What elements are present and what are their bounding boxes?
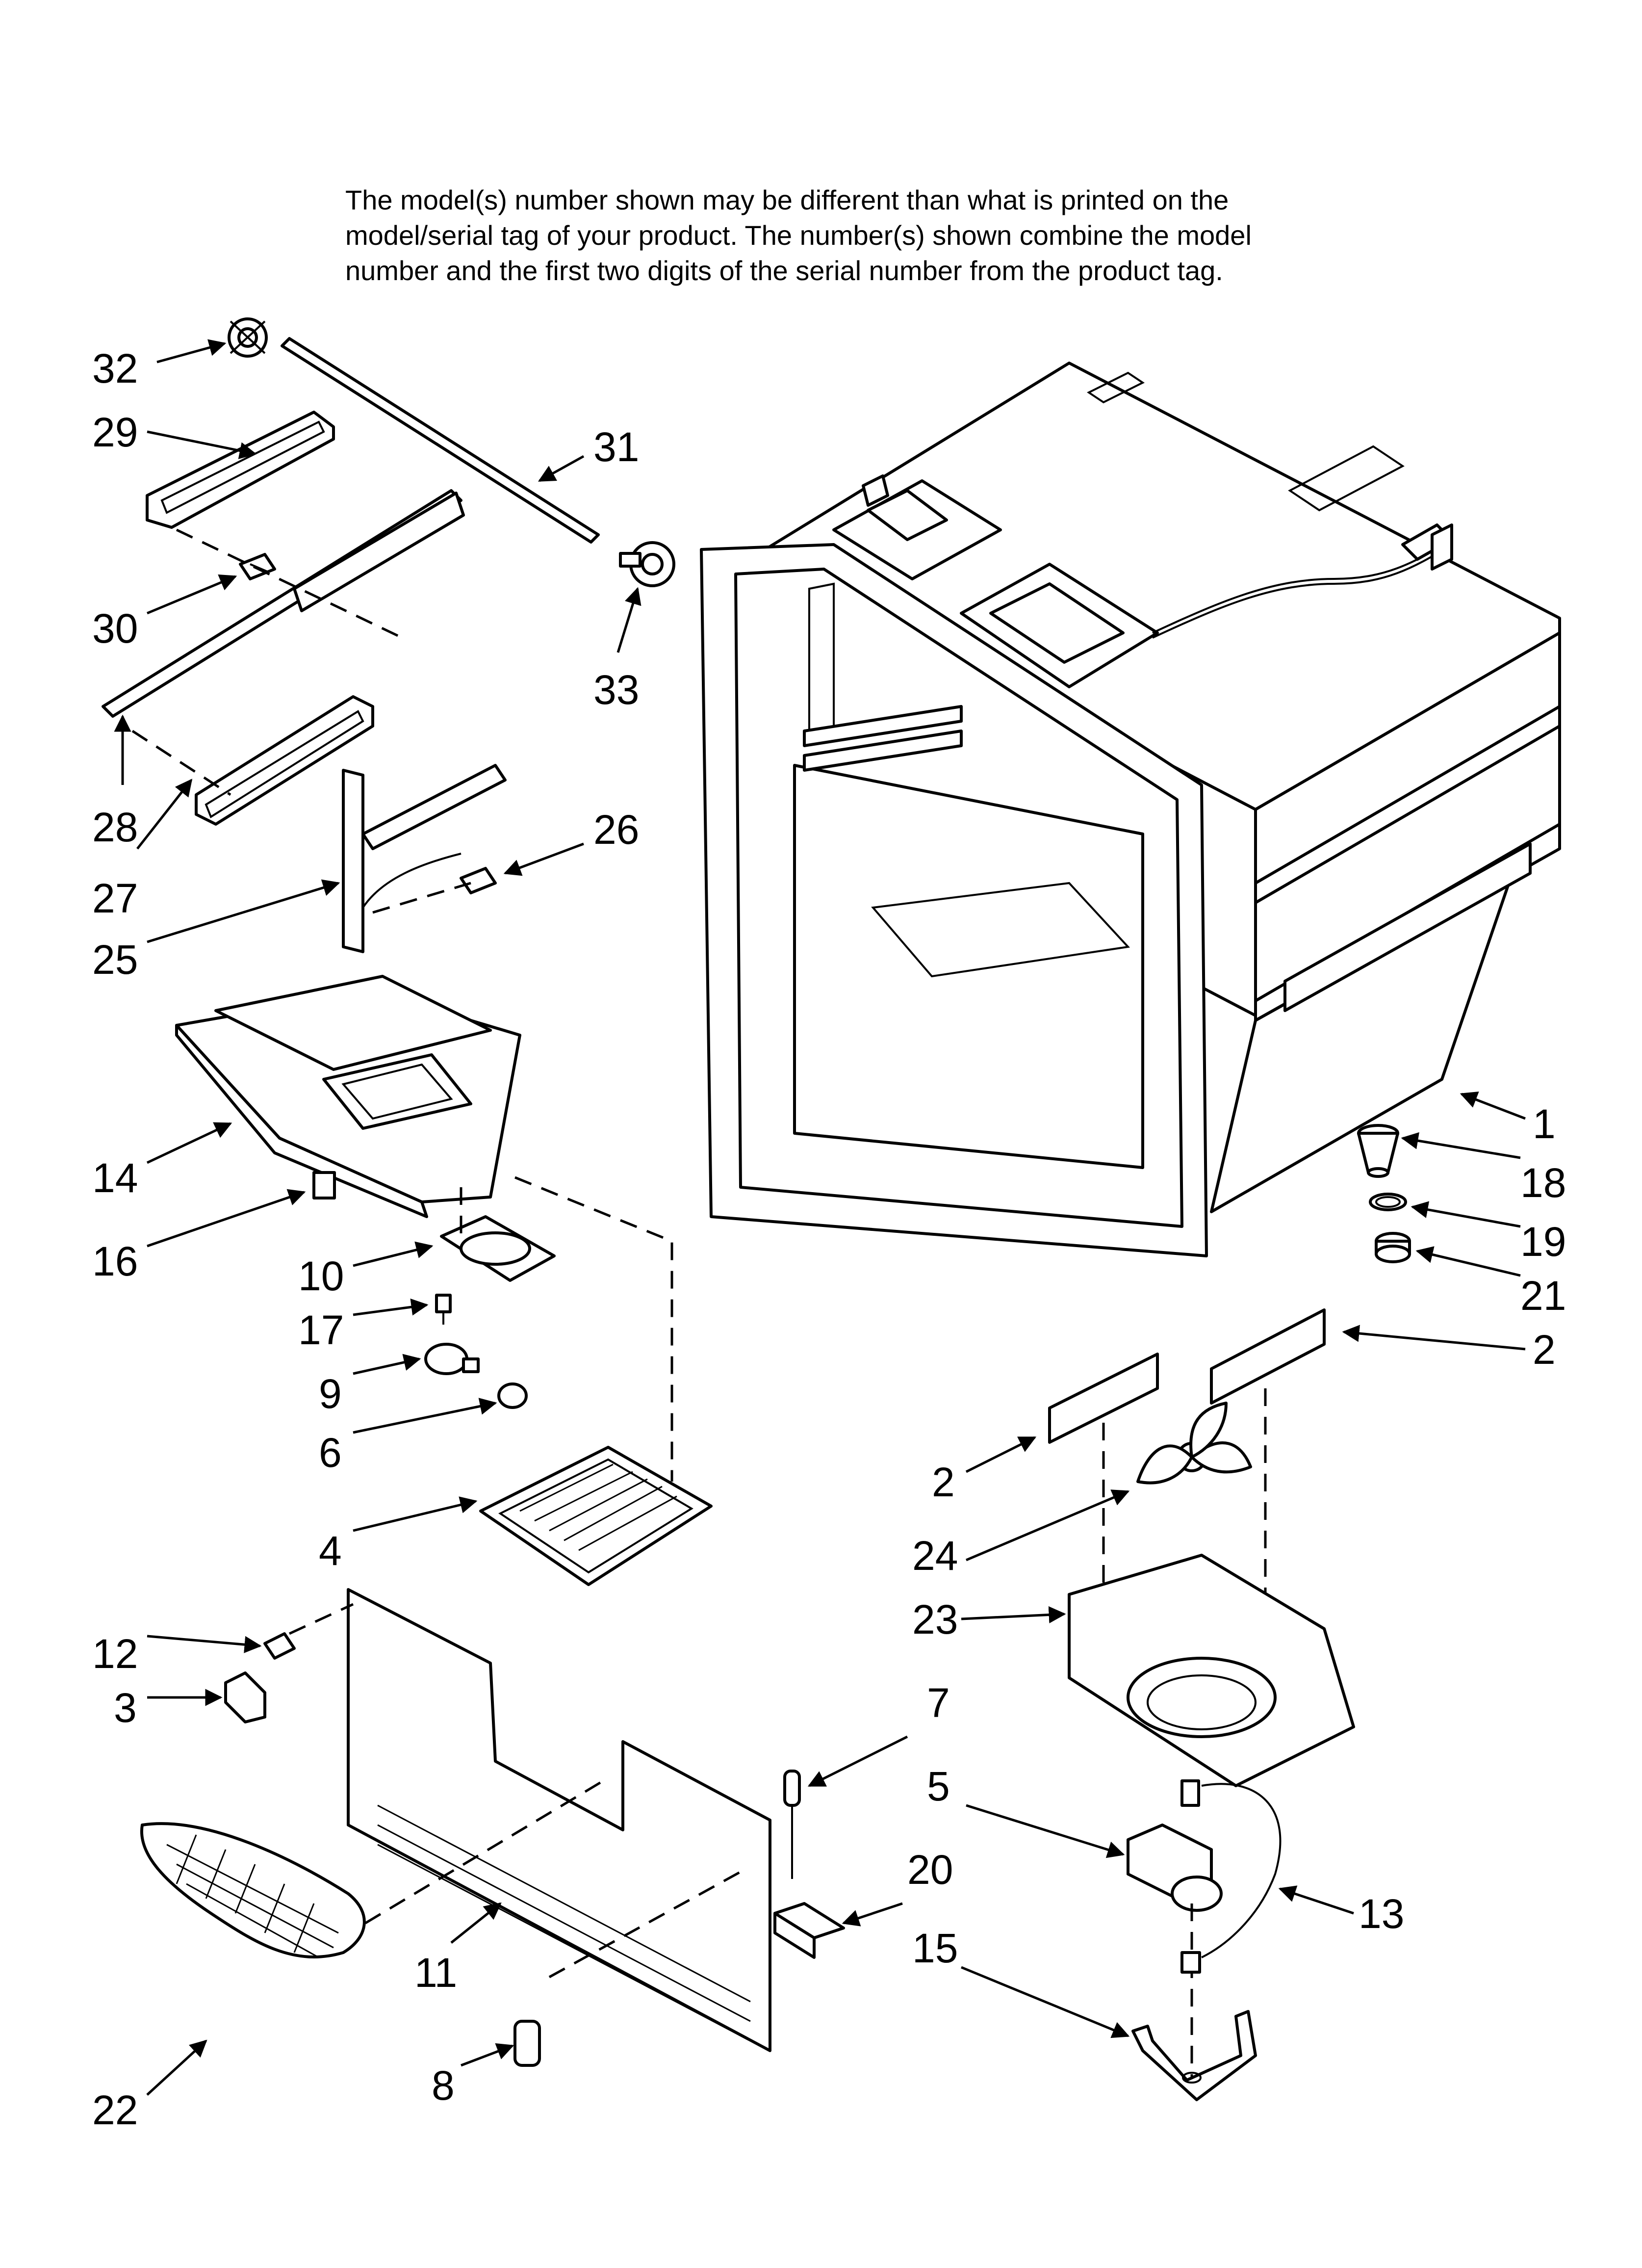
fan-blade-part-24	[1136, 1402, 1252, 1485]
freezer-liner-part-1	[700, 362, 1561, 1257]
callout-18: 18	[1520, 1160, 1566, 1206]
bracket-part-3	[224, 1671, 266, 1723]
slide-rail-part-28	[102, 489, 465, 718]
model-number-note: The model(s) number shown may be differe…	[345, 182, 1326, 288]
callout-16: 16	[92, 1238, 138, 1284]
callout-24: 24	[912, 1533, 958, 1579]
duct-insulation-part-2-left	[1048, 1353, 1159, 1444]
screw-part-12	[263, 1632, 296, 1660]
callout-19: 19	[1520, 1219, 1566, 1265]
callout-12: 12	[92, 1631, 138, 1677]
lamp-socket-part-6	[497, 1382, 528, 1409]
air-tower-part-14	[175, 975, 521, 1218]
callout-22: 22	[92, 2087, 138, 2133]
callout-31: 31	[593, 424, 639, 470]
rear-panel-part-11	[347, 1588, 771, 2052]
bracket-part-15	[1131, 1951, 1257, 2101]
callout-3: 3	[114, 1685, 137, 1731]
note-line-3: number and the first two digits of the s…	[345, 255, 1223, 286]
grommet-part-21	[1375, 1232, 1411, 1263]
assembly-line	[131, 730, 231, 796]
fan-motor-part-5	[1127, 1779, 1223, 1912]
o-ring-part-19	[1369, 1193, 1407, 1211]
light-bulb-part-9	[424, 1343, 480, 1375]
callout-9: 9	[319, 1371, 342, 1417]
callout-7: 7	[927, 1680, 950, 1726]
callout-13: 13	[1359, 1891, 1404, 1937]
assembly-line	[288, 1603, 354, 1635]
callout-labels: 32 29 31 30 33 28 27 26 25 14 16 10 17 9…	[92, 345, 1566, 2133]
callout-15: 15	[912, 1925, 958, 1971]
callout-10: 10	[298, 1253, 344, 1299]
drain-fitting-part-18	[1357, 1124, 1399, 1178]
wire-harness-part-13	[1201, 1783, 1282, 1958]
callout-30: 30	[92, 605, 138, 652]
switch-part-16	[312, 1171, 336, 1199]
slide-rail-cover-part-29	[146, 411, 335, 529]
callout-17: 17	[298, 1307, 344, 1353]
shaft-part-31	[281, 337, 600, 544]
callout-11: 11	[414, 1950, 457, 1996]
note-line-2: model/serial tag of your product. The nu…	[345, 220, 1252, 251]
assembly-line	[514, 1176, 673, 1482]
callout-6: 6	[319, 1430, 342, 1476]
callout-32: 32	[92, 345, 138, 391]
callout-28: 28	[92, 804, 138, 850]
callout-25: 25	[92, 937, 138, 983]
leader-lines	[114, 339, 1526, 2096]
screw-part-17	[435, 1294, 452, 1325]
assembly-line	[176, 528, 403, 639]
assembly-line	[548, 1868, 746, 1979]
callout-29: 29	[92, 409, 138, 455]
thermistor-part-7	[783, 1770, 801, 1879]
shaft-gear-part-33	[619, 541, 675, 587]
light-housing-part-10	[440, 1215, 556, 1282]
bracket-part-25	[342, 764, 507, 953]
grille-part-22	[140, 1822, 366, 1958]
callout-2-left: 2	[932, 1459, 955, 1505]
screw-part-30	[239, 553, 276, 580]
insulation-part-20	[773, 1902, 845, 1959]
shaft-gear-part-32	[228, 317, 268, 358]
light-cover-part-4	[479, 1446, 713, 1586]
callout-5: 5	[927, 1763, 950, 1809]
callout-23: 23	[912, 1596, 958, 1642]
damper-part-8	[513, 2020, 541, 2067]
assembly-line	[372, 882, 471, 914]
note-line-1: The model(s) number shown may be differe…	[345, 184, 1229, 215]
duct-insulation-part-2-right	[1210, 1308, 1326, 1405]
callout-4: 4	[319, 1528, 342, 1574]
slide-rail-cover-part-27	[195, 695, 374, 826]
callout-2-right: 2	[1533, 1327, 1556, 1373]
callout-27: 27	[92, 875, 138, 921]
assembly-line	[364, 1779, 604, 1925]
callout-1: 1	[1533, 1101, 1556, 1147]
fan-shroud-part-23	[1068, 1554, 1355, 1787]
callout-26: 26	[593, 807, 639, 853]
callout-14: 14	[92, 1155, 138, 1201]
callout-8: 8	[432, 2062, 455, 2109]
callout-20: 20	[907, 1847, 953, 1893]
screw-part-26	[460, 867, 497, 894]
callout-21: 21	[1520, 1273, 1566, 1319]
callout-33: 33	[593, 667, 639, 713]
